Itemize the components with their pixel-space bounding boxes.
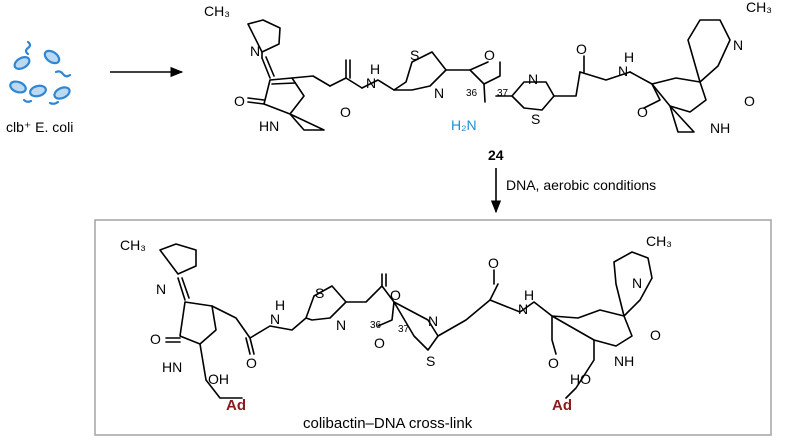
bacteria-icon [9, 40, 72, 105]
compound-24-structure [247, 19, 731, 133]
top-carbon-37: 37 [497, 88, 509, 99]
bottom-left-thiazole-s: S [315, 285, 324, 301]
bottom-ketone-o-37: O [374, 335, 385, 351]
bottom-ketone-o-36: O [390, 287, 401, 303]
bottom-carbon-37: 37 [398, 324, 410, 335]
top-carbon-36: 36 [466, 88, 478, 99]
bottom-left-amide-o: O [246, 355, 257, 371]
top-right-thiazole-n: N [528, 71, 538, 87]
bottom-left-lactam-o: O [150, 331, 161, 347]
top-right-amide-o: O [637, 104, 648, 120]
bottom-right-pyrroline-n: N [632, 275, 642, 291]
bottom-left-thiazole-n: N [336, 317, 346, 333]
amine-label: H₂N [451, 117, 477, 133]
product-box [94, 219, 772, 436]
source-label: clb⁺ E. coli [6, 119, 73, 135]
top-right-lactam-nh: NH [710, 120, 730, 136]
crosslink-structure [159, 243, 653, 399]
bottom-right-lactam-o: O [650, 327, 661, 343]
bottom-left-oh: OH [208, 371, 229, 387]
top-right-ch3: CH₃ [746, 0, 772, 15]
top-right-lactam-o: O [744, 93, 755, 109]
bottom-right-thiazole-s: S [426, 353, 435, 369]
bottom-right-ho: HO [570, 371, 591, 387]
top-right-pyrroline-n: N [733, 37, 743, 53]
bottom-left-pyrroline-n: N [156, 281, 166, 297]
bottom-right-thiazole-n: N [428, 313, 438, 329]
bottom-left-lactam-hn: HN [162, 359, 182, 375]
product-caption: colibactin–DNA cross-link [303, 415, 473, 432]
bottom-right-amide-h: H [524, 287, 534, 303]
top-right-amide-h: H [624, 49, 634, 65]
bottom-right-amide-o: O [548, 355, 559, 371]
top-left-amide-h: H [370, 61, 380, 77]
bottom-left-ch3: CH₃ [120, 237, 146, 253]
top-left-pyrroline-n: N [250, 43, 260, 59]
top-right-thiazole-s: S [531, 111, 540, 127]
top-left-ch3: CH₃ [204, 3, 230, 19]
bottom-left-amide-h: H [275, 297, 285, 313]
top-right-amide-n: N [618, 63, 628, 79]
compound-number: 24 [488, 147, 504, 163]
top-left-thiazole-s: S [410, 47, 419, 63]
bottom-carbon-36: 36 [370, 320, 382, 331]
bottom-right-ad: Ad [552, 397, 572, 414]
bottom-left-amide-n: N [270, 311, 280, 327]
top-left-lactam-o: O [234, 93, 245, 109]
bottom-right-amide-n: N [518, 301, 528, 317]
reaction-conditions: DNA, aerobic conditions [506, 177, 656, 193]
top-left-lactam-hn: HN [259, 118, 279, 134]
bottom-right-ch3: CH₃ [646, 233, 672, 249]
top-left-amide-n: N [366, 75, 376, 91]
top-right-ketone-o: O [576, 41, 587, 57]
bottom-left-ad: Ad [226, 397, 246, 414]
top-ketone-o: O [484, 47, 495, 63]
bottom-right-lactam-nh: NH [614, 353, 634, 369]
top-left-amide-o: O [340, 104, 351, 120]
top-left-thiazole-n: N [434, 85, 444, 101]
bottom-right-ketone-o: O [488, 255, 499, 271]
